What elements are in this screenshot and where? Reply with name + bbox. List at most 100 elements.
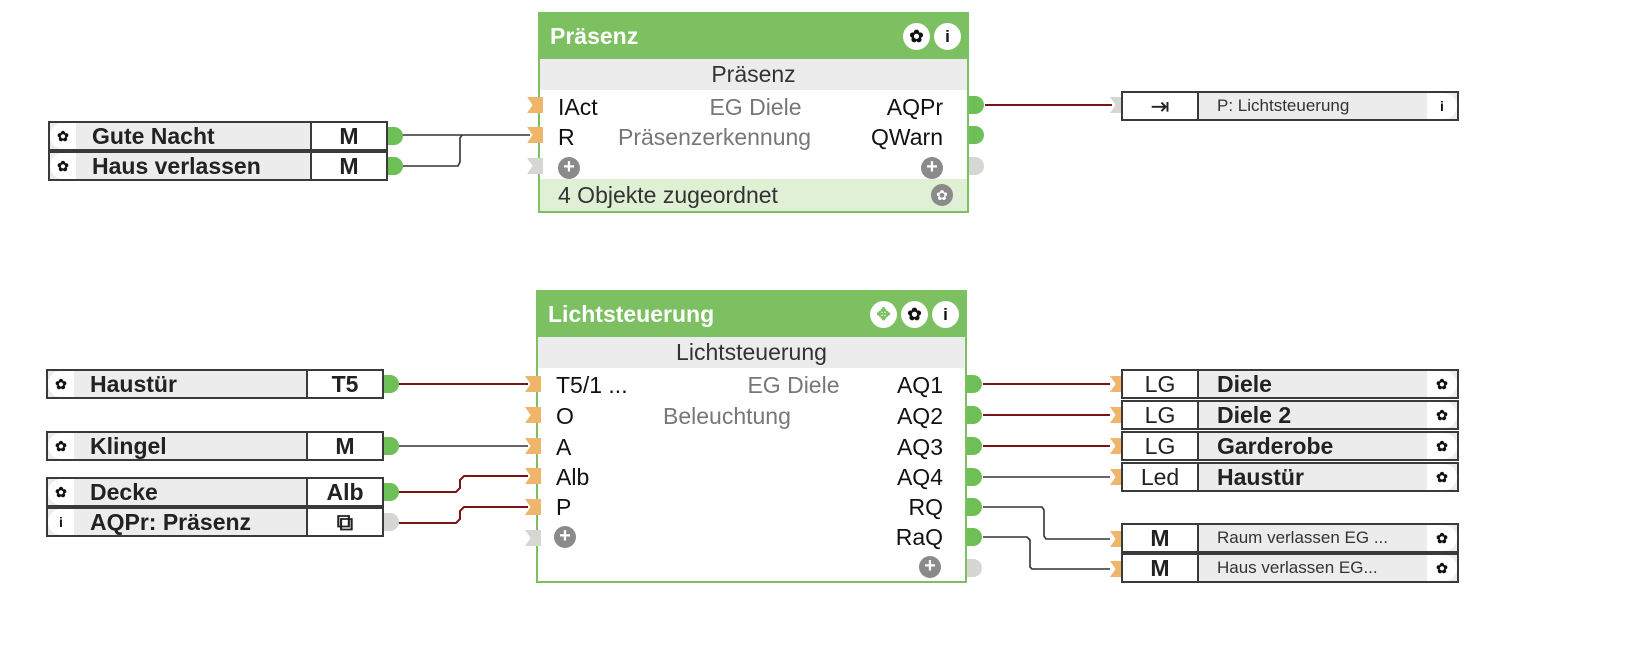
input-pin-alb[interactable]	[525, 468, 541, 484]
output-pin-raq[interactable]	[967, 528, 982, 546]
output-pin[interactable]	[384, 375, 399, 393]
gear-icon[interactable]: ✿	[931, 184, 953, 206]
block-footer[interactable]: 4 Objekte zugeordnet ✿	[540, 179, 967, 211]
gear-icon[interactable]: ✿	[48, 479, 74, 505]
block-subtitle: Präsenz	[540, 59, 967, 90]
object-name: Haus verlassen EG...	[1217, 558, 1378, 577]
output-pin-empty[interactable]	[967, 559, 982, 577]
output-object-diele[interactable]: LG Diele ✿	[1121, 369, 1459, 399]
add-output-button[interactable]: +	[919, 556, 941, 578]
input-object-gute-nacht[interactable]: ✿ Gute Nacht M	[48, 121, 388, 151]
object-type: T5	[306, 371, 382, 397]
info-icon[interactable]: i	[48, 509, 74, 535]
object-type: Alb	[306, 479, 382, 505]
output-pin-qwarn[interactable]	[969, 126, 984, 144]
block-header[interactable]: Präsenz ✿ i	[540, 14, 967, 59]
input-pin-p[interactable]	[525, 499, 541, 515]
gear-icon[interactable]: ✿	[1427, 371, 1457, 397]
input-object-decke[interactable]: ✿ Decke Alb	[46, 477, 384, 507]
gear-icon[interactable]: ✿	[1427, 402, 1457, 428]
output-object-raum-verlassen[interactable]: M Raum verlassen EG ... ✿	[1121, 523, 1459, 553]
block-header[interactable]: Lichtsteuerung ✥ ✿ i	[538, 292, 965, 337]
output-pin[interactable]	[384, 437, 399, 455]
block-praesenz[interactable]: Präsenz ✿ i Präsenz IAct EG Diele AQPr R…	[538, 12, 969, 213]
output-object-diele-2[interactable]: LG Diele 2 ✿	[1121, 400, 1459, 430]
output-pin-aq2[interactable]	[967, 406, 982, 424]
object-type: Led	[1123, 464, 1199, 490]
output-pin[interactable]	[388, 127, 403, 145]
output-pin-empty[interactable]	[969, 157, 984, 175]
output-object-garderobe[interactable]: LG Garderobe ✿	[1121, 431, 1459, 461]
block-subtitle: Lichtsteuerung	[538, 337, 965, 368]
info-icon[interactable]: i	[932, 301, 959, 328]
output-pin-aqpr[interactable]	[969, 96, 984, 114]
object-name: Decke	[90, 479, 158, 505]
gear-icon[interactable]: ✿	[50, 123, 76, 149]
input-object-haus-verlassen[interactable]: ✿ Haus verlassen M	[48, 151, 388, 181]
output-pin-rq[interactable]	[967, 498, 982, 516]
input-pin-t5[interactable]	[525, 376, 541, 392]
input-pin-empty[interactable]	[525, 530, 541, 546]
object-name: Klingel	[90, 433, 167, 459]
output-pin-aq3[interactable]	[967, 437, 982, 455]
output-label-aq4: AQ4	[896, 464, 943, 490]
output-label-raq: RaQ	[895, 524, 943, 550]
import-icon: ⇥	[1123, 93, 1199, 119]
object-name: Raum verlassen EG ...	[1217, 528, 1389, 547]
gear-icon[interactable]: ✿	[901, 301, 928, 328]
wire-aqpr-p	[396, 506, 528, 524]
input-pin-r[interactable]	[527, 127, 543, 143]
gear-icon[interactable]: ✿	[1427, 464, 1457, 490]
gear-icon[interactable]: ✿	[50, 153, 76, 179]
input-pin-empty[interactable]	[527, 158, 543, 174]
input-object-haustuer[interactable]: ✿ Haustür T5	[46, 369, 384, 399]
assigned-objects-label: 4 Objekte zugeordnet	[558, 182, 778, 208]
output-label-aq1: AQ1	[896, 372, 943, 398]
input-pin-o[interactable]	[525, 407, 541, 423]
gear-icon[interactable]: ✿	[1427, 525, 1457, 551]
gear-icon[interactable]: ✿	[48, 371, 74, 397]
gear-icon[interactable]: ✿	[48, 433, 74, 459]
object-type: LG	[1123, 371, 1199, 397]
wire-decke-alb	[396, 475, 528, 493]
output-object-haustuer[interactable]: Led Haustür ✿	[1121, 462, 1459, 492]
object-name: Haustür	[90, 371, 177, 397]
object-name: Gute Nacht	[92, 123, 215, 149]
input-object-aqpr-praesenz[interactable]: i AQPr: Präsenz ⧉	[46, 507, 384, 537]
info-icon[interactable]: i	[1427, 93, 1457, 119]
input-label-iact: IAct	[558, 94, 598, 120]
output-object-haus-verlassen[interactable]: M Haus verlassen EG... ✿	[1121, 553, 1459, 583]
add-input-button[interactable]: +	[554, 526, 576, 548]
object-type: M	[310, 123, 386, 149]
input-label-p: P	[556, 494, 572, 520]
input-pin-a[interactable]	[525, 438, 541, 454]
add-output-button[interactable]: +	[921, 157, 943, 179]
block-lichtsteuerung[interactable]: Lichtsteuerung ✥ ✿ i Lichtsteuerung T5/1…	[536, 290, 967, 583]
object-name: P: Lichtsteuerung	[1217, 96, 1350, 115]
output-pin-aq4[interactable]	[967, 468, 982, 486]
output-object-p-lichtsteuerung[interactable]: ⇥ P: Lichtsteuerung i	[1121, 91, 1459, 121]
output-pin[interactable]	[388, 157, 403, 175]
input-label-r: R	[558, 124, 575, 150]
object-name: Garderobe	[1217, 433, 1334, 459]
object-type: M	[1123, 525, 1199, 551]
move-icon[interactable]: ✥	[870, 301, 897, 328]
block-title: Lichtsteuerung	[548, 301, 715, 327]
object-name: AQPr: Präsenz	[90, 509, 252, 535]
output-pin-aq1[interactable]	[967, 375, 982, 393]
input-object-klingel[interactable]: ✿ Klingel M	[46, 431, 384, 461]
gear-icon[interactable]: ✿	[1427, 555, 1457, 581]
block-description: Präsenzerkennung	[618, 124, 812, 150]
info-icon[interactable]: i	[934, 23, 961, 50]
object-name: Haustür	[1217, 464, 1304, 490]
add-input-button[interactable]: +	[558, 157, 580, 179]
input-pin-iact[interactable]	[527, 97, 543, 113]
wire-haus-verlassen-r	[400, 134, 463, 167]
output-pin[interactable]	[384, 483, 399, 501]
object-type: M	[310, 153, 386, 179]
output-pin-empty[interactable]	[384, 513, 399, 531]
gear-icon[interactable]: ✿	[903, 23, 930, 50]
gear-icon[interactable]: ✿	[1427, 433, 1457, 459]
output-label-qwarn: QWarn	[871, 124, 943, 150]
block-location: EG Diele	[747, 372, 840, 398]
